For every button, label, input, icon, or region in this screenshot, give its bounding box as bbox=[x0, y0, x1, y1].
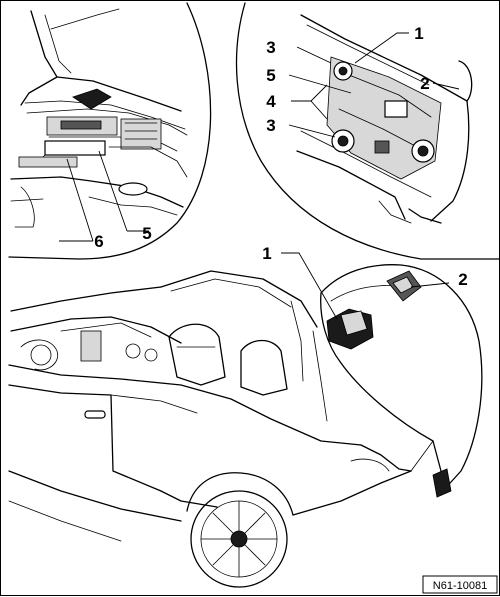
callout-1-main: 1 bbox=[262, 244, 271, 263]
windshield-frame bbox=[10, 286, 162, 312]
callout-5-right: 5 bbox=[266, 66, 275, 85]
leader-5-left bbox=[98, 150, 149, 232]
door-outline bbox=[8, 384, 162, 492]
front-seat bbox=[168, 323, 226, 386]
callout-3-lower: 3 bbox=[266, 116, 275, 135]
leader-3-lower bbox=[288, 124, 336, 138]
wheel-hub bbox=[230, 530, 248, 548]
leader-1-main bbox=[281, 252, 338, 320]
callout-4: 4 bbox=[266, 92, 276, 111]
hinge-arrow-part bbox=[72, 88, 112, 110]
rear-wheel-tire bbox=[190, 490, 288, 588]
inset-right-detail: 1 2 3 5 4 3 bbox=[235, 2, 500, 260]
steering-wheel bbox=[20, 339, 59, 371]
leader-2-main bbox=[410, 282, 450, 288]
bolt-head bbox=[118, 182, 148, 196]
leader-2-right bbox=[432, 82, 460, 90]
figure-id: N61-10081 bbox=[433, 580, 487, 592]
callout-5-left: 5 bbox=[142, 224, 151, 243]
rear-seat bbox=[240, 339, 288, 396]
body-panel-edge bbox=[20, 10, 58, 106]
inset-left-detail: 6 5 bbox=[8, 2, 212, 260]
rear-lid-open bbox=[320, 264, 483, 494]
callout-2-right: 2 bbox=[420, 74, 429, 93]
belt-line bbox=[8, 364, 362, 446]
leader-4 bbox=[291, 84, 328, 120]
callout-3-upper: 3 bbox=[266, 38, 275, 57]
callout-6: 6 bbox=[94, 232, 103, 251]
leader-5-right bbox=[288, 74, 352, 94]
leader-1-right bbox=[354, 32, 409, 64]
center-console bbox=[80, 330, 102, 362]
leader-6 bbox=[59, 158, 94, 242]
tail-lamp bbox=[432, 468, 452, 498]
leader-3-upper bbox=[296, 46, 332, 64]
lid-panel-top bbox=[300, 14, 468, 102]
inset-right-border bbox=[235, 2, 500, 260]
vehicle-convertible: 1 2 bbox=[8, 244, 483, 588]
figure-id-box bbox=[422, 575, 498, 594]
callout-2-main: 2 bbox=[458, 270, 467, 289]
inset-left-border bbox=[8, 2, 212, 260]
mounting-plate bbox=[44, 140, 106, 156]
door-handle bbox=[84, 410, 106, 419]
wheel-arch bbox=[186, 472, 294, 516]
callout-1-right: 1 bbox=[414, 24, 423, 43]
